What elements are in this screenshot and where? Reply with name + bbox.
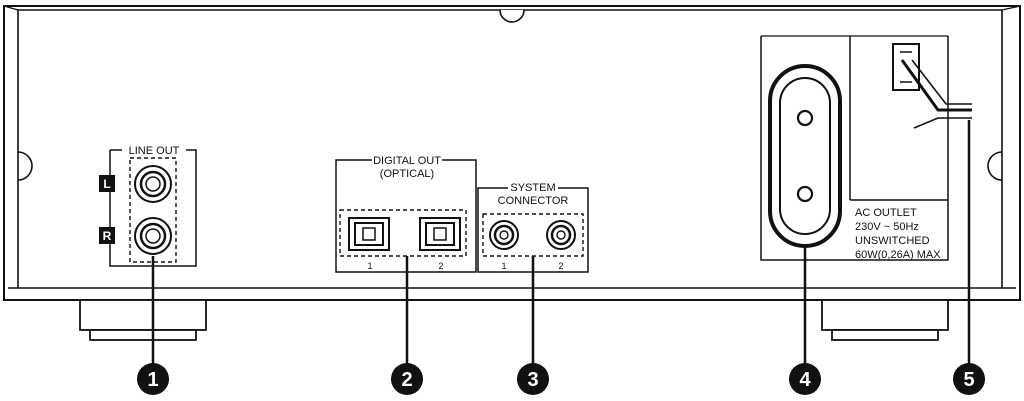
left-channel-badge: L — [103, 177, 110, 191]
callout-4-number: 4 — [799, 369, 811, 391]
right-side-notch — [987, 151, 1003, 181]
system-connector-subtitle: CONNECTOR — [498, 195, 569, 207]
callout-3-number: 3 — [527, 369, 538, 391]
left-side-notch — [17, 151, 33, 181]
left-foot — [79, 299, 207, 341]
callout-5-number: 5 — [963, 369, 974, 391]
ac-outlet-title: AC OUTLET — [855, 207, 917, 219]
right-foot — [821, 299, 949, 341]
digital-out-section: DIGITAL OUT (OPTICAL) 1 2 — [335, 155, 477, 273]
ac-outlet-unswitched: UNSWITCHED — [855, 235, 930, 247]
system-jack-2[interactable] — [546, 220, 576, 250]
callout-4: 4 — [789, 363, 821, 395]
callout-2: 2 — [391, 363, 423, 395]
system-jack-2-label: 2 — [558, 261, 563, 271]
line-out-right-jack[interactable] — [134, 217, 172, 255]
ac-outlet-max: 60W(0,26A) MAX — [855, 249, 941, 261]
callout-1: 1 — [137, 363, 169, 395]
ac-socket[interactable] — [768, 64, 842, 248]
optical-port-1-label: 1 — [367, 261, 372, 271]
optical-port-1[interactable] — [348, 217, 390, 251]
top-notch — [499, 9, 525, 23]
system-jack-1-label: 1 — [501, 261, 506, 271]
callout-2-number: 2 — [401, 369, 412, 391]
line-out-section: LINE OUT L R — [99, 145, 197, 267]
power-cord — [892, 43, 972, 129]
system-jack-1[interactable] — [489, 220, 519, 250]
callout-5: 5 — [953, 363, 985, 395]
right-channel-badge: R — [103, 229, 112, 243]
callout-leaders — [151, 120, 971, 366]
line-out-title: LINE OUT — [129, 145, 180, 157]
system-connector-title: SYSTEM — [510, 182, 555, 194]
digital-out-title: DIGITAL OUT — [373, 155, 441, 167]
ac-outlet-voltage: 230V ~ 50Hz — [855, 221, 919, 233]
system-connector-section: SYSTEM CONNECTOR 1 2 — [477, 182, 589, 273]
optical-port-2[interactable] — [419, 217, 461, 251]
line-out-left-jack[interactable] — [134, 165, 172, 203]
ac-outlet-panel — [760, 35, 949, 261]
ac-outlet-label: AC OUTLET 230V ~ 50Hz UNSWITCHED 60W(0,2… — [855, 207, 941, 261]
optical-port-2-label: 2 — [438, 261, 443, 271]
digital-out-subtitle: (OPTICAL) — [380, 168, 434, 180]
callout-1-number: 1 — [147, 369, 158, 391]
callout-3: 3 — [517, 363, 549, 395]
